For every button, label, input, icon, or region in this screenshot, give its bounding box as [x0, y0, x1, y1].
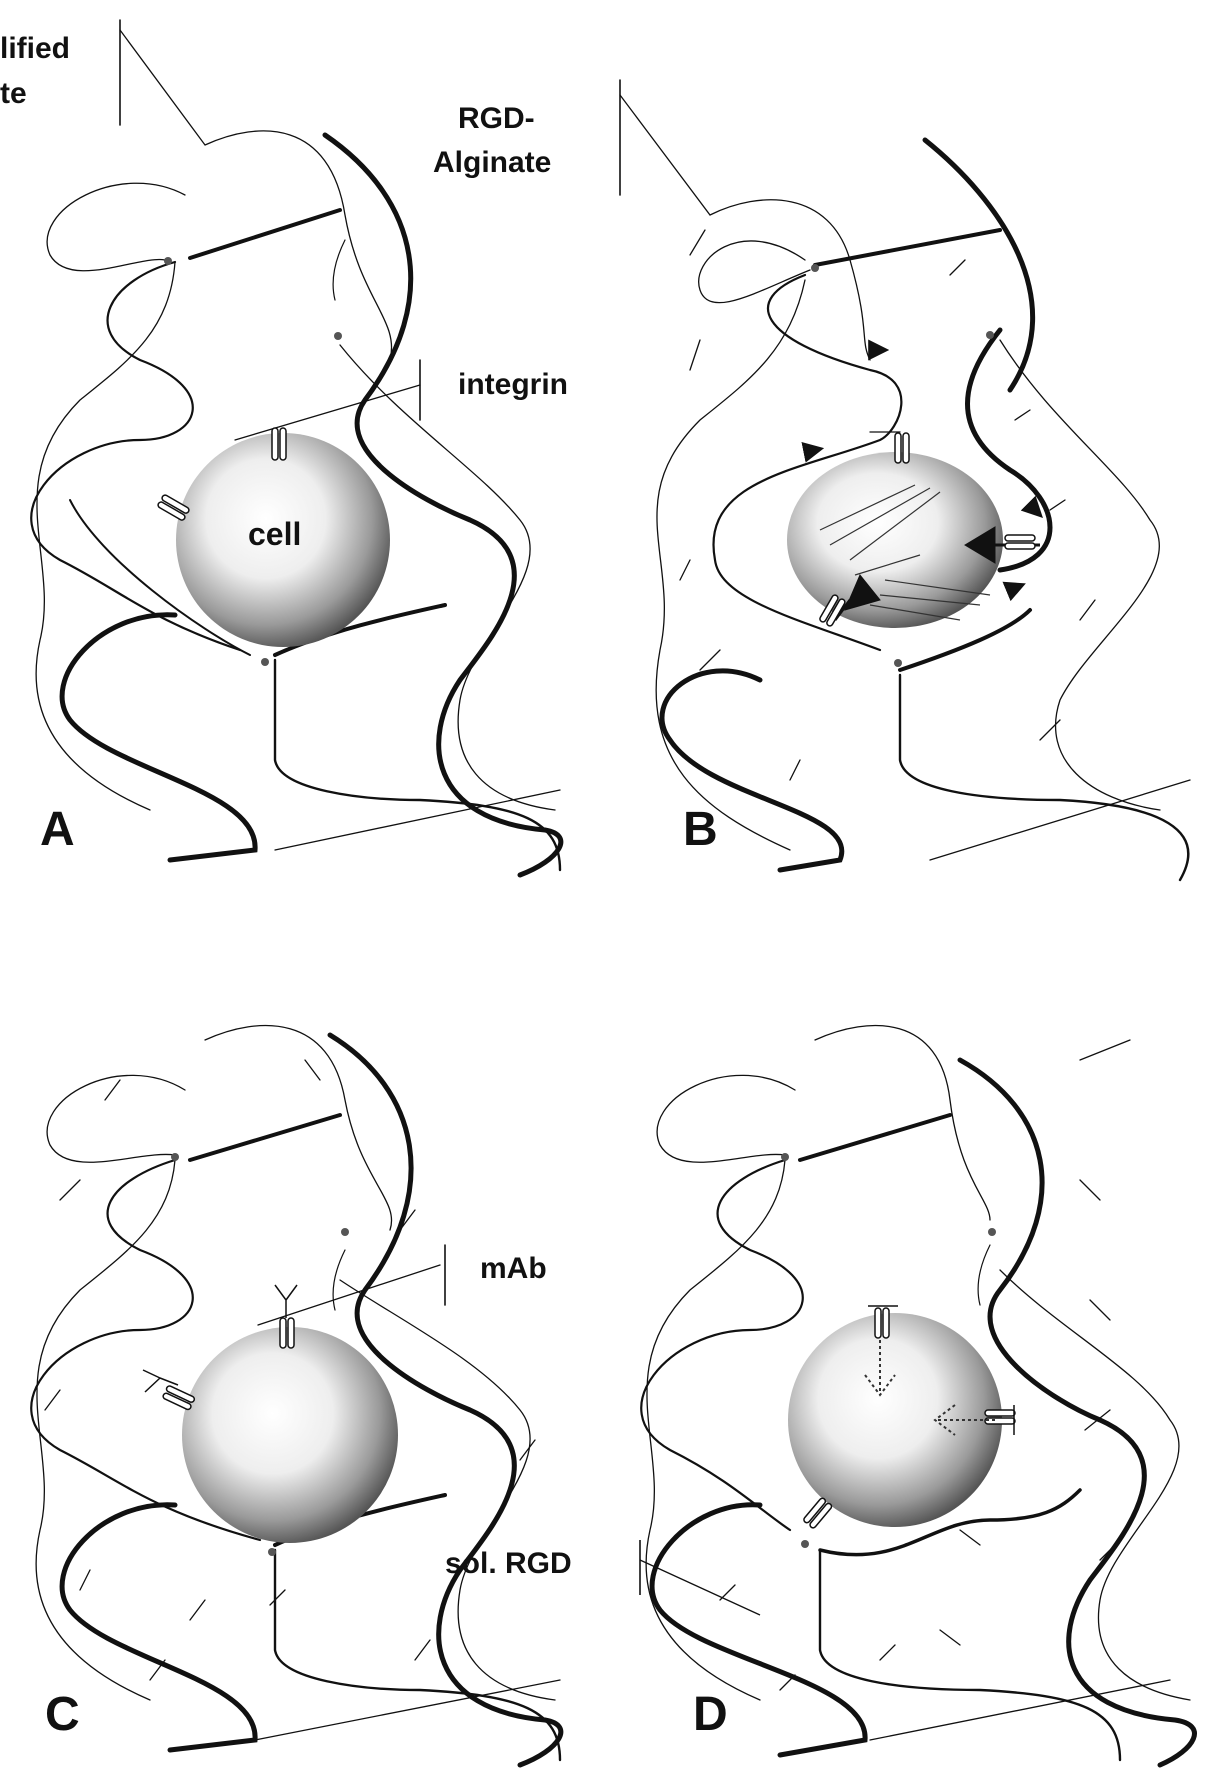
mab-label: mAb [480, 1252, 547, 1285]
panel-c-letter: C [45, 1688, 80, 1741]
sol-rgd-label: sol. RGD [445, 1547, 572, 1580]
cell-b [787, 452, 1003, 628]
panel-d-letter: D [693, 1688, 728, 1741]
panel-a-letter: A [40, 803, 75, 856]
panel-b-letter: B [683, 803, 718, 856]
cell-c [182, 1327, 398, 1543]
unmodified-alginate-label-line1: lified [0, 32, 70, 65]
unmodified-alginate-label-line2: te [0, 77, 27, 110]
rgd-alginate-label-line1: RGD- [458, 102, 535, 135]
rgd-alginate-label-line2: Alginate [433, 146, 551, 179]
integrin-label: integrin [458, 368, 568, 401]
cell-label: cell [248, 516, 301, 552]
